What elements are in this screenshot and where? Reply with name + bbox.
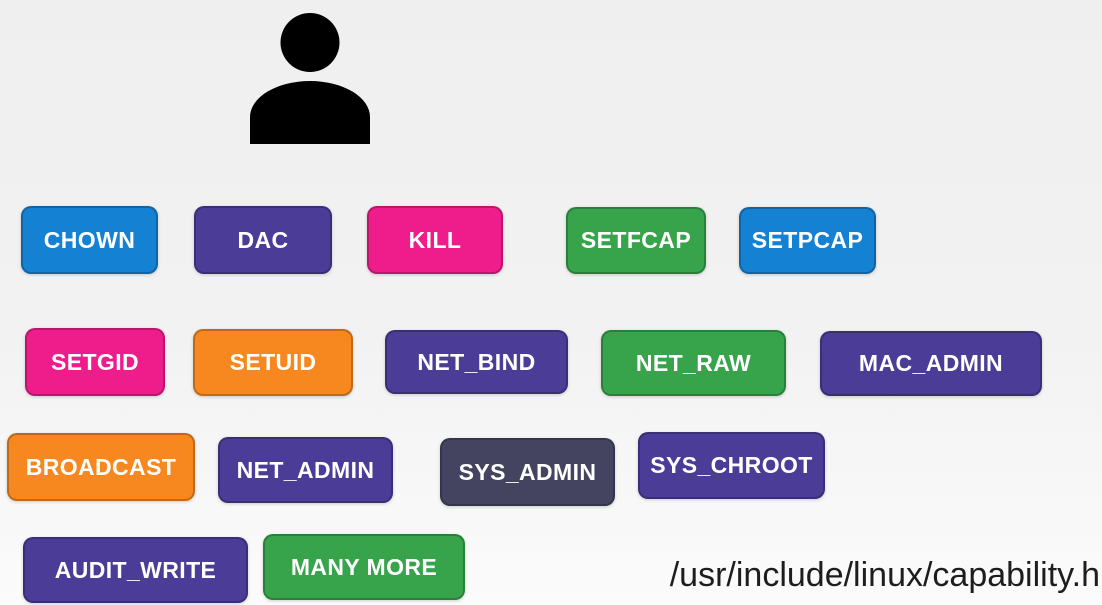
capability-header-path: /usr/include/linux/capability.h: [669, 556, 1100, 594]
capability-box-dac: DAC: [194, 206, 332, 274]
capability-box-audit-write: AUDIT_WRITE: [23, 537, 248, 603]
capability-box-many-more: MANY MORE: [263, 534, 465, 600]
capability-box-sys-chroot: SYS_CHROOT: [638, 432, 825, 499]
capability-box-setuid: SETUID: [193, 329, 353, 396]
capability-box-net-raw: NET_RAW: [601, 330, 786, 396]
user-silhouette-icon: [250, 13, 370, 144]
capability-box-mac-admin: MAC_ADMIN: [820, 331, 1042, 396]
capability-box-setpcap: SETPCAP: [739, 207, 876, 274]
capability-box-kill: KILL: [367, 206, 503, 274]
capability-box-chown: CHOWN: [21, 206, 158, 274]
capability-box-setfcap: SETFCAP: [566, 207, 706, 274]
capability-box-setgid: SETGID: [25, 328, 165, 396]
capability-box-net-admin: NET_ADMIN: [218, 437, 393, 503]
capability-box-net-bind: NET_BIND: [385, 330, 568, 394]
capability-box-sys-admin: SYS_ADMIN: [440, 438, 615, 506]
capability-box-broadcast: BROADCAST: [7, 433, 195, 501]
